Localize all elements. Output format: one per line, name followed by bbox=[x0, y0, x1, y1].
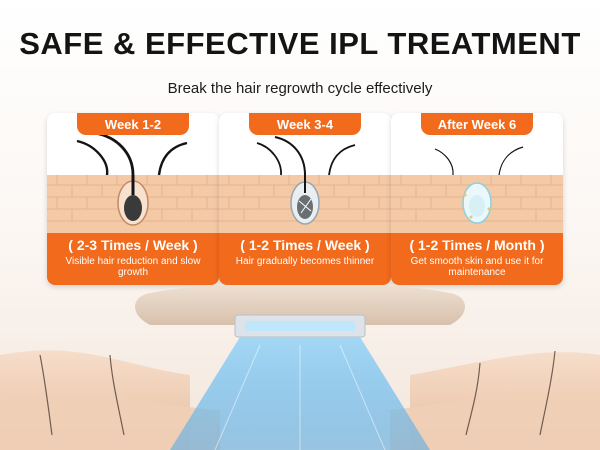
stage-card-week-3-4: Week 3-4 ( 1-2 Times / Week ) Hair gradu… bbox=[219, 113, 391, 285]
stage-description: Hair gradually becomes thinner bbox=[235, 256, 375, 267]
stage-label: After Week 6 bbox=[421, 113, 533, 135]
ipl-device-light-illustration bbox=[0, 285, 600, 450]
stage-label: Week 3-4 bbox=[249, 113, 361, 135]
stage-frequency: ( 1-2 Times / Month ) bbox=[409, 237, 545, 253]
stage-description: Visible hair reduction and slow growth bbox=[65, 256, 201, 278]
stage-info-band: ( 1-2 Times / Week ) Hair gradually beco… bbox=[219, 233, 391, 285]
stage-card-week-1-2: Week 1-2 ( 2-3 Times / Week ) Visible ha… bbox=[47, 113, 219, 285]
stage-card-after-week-6: After Week 6 ( 1-2 Times / Month ) Get s… bbox=[391, 113, 563, 285]
stage-description: Get smooth skin and use it for maintenan… bbox=[410, 256, 544, 278]
stage-frequency: ( 2-3 Times / Week ) bbox=[68, 237, 198, 253]
stage-info-band: ( 2-3 Times / Week ) Visible hair reduct… bbox=[47, 233, 219, 285]
hair-follicle-dense-illustration bbox=[47, 113, 219, 233]
page-title: SAFE & EFFECTIVE IPL TREATMENT bbox=[19, 26, 581, 61]
stage-label: Week 1-2 bbox=[77, 113, 189, 135]
stage-info-band: ( 1-2 Times / Month ) Get smooth skin an… bbox=[391, 233, 563, 285]
stage-frequency: ( 1-2 Times / Week ) bbox=[240, 237, 370, 253]
page-subtitle: Break the hair regrowth cycle effectivel… bbox=[167, 80, 433, 97]
